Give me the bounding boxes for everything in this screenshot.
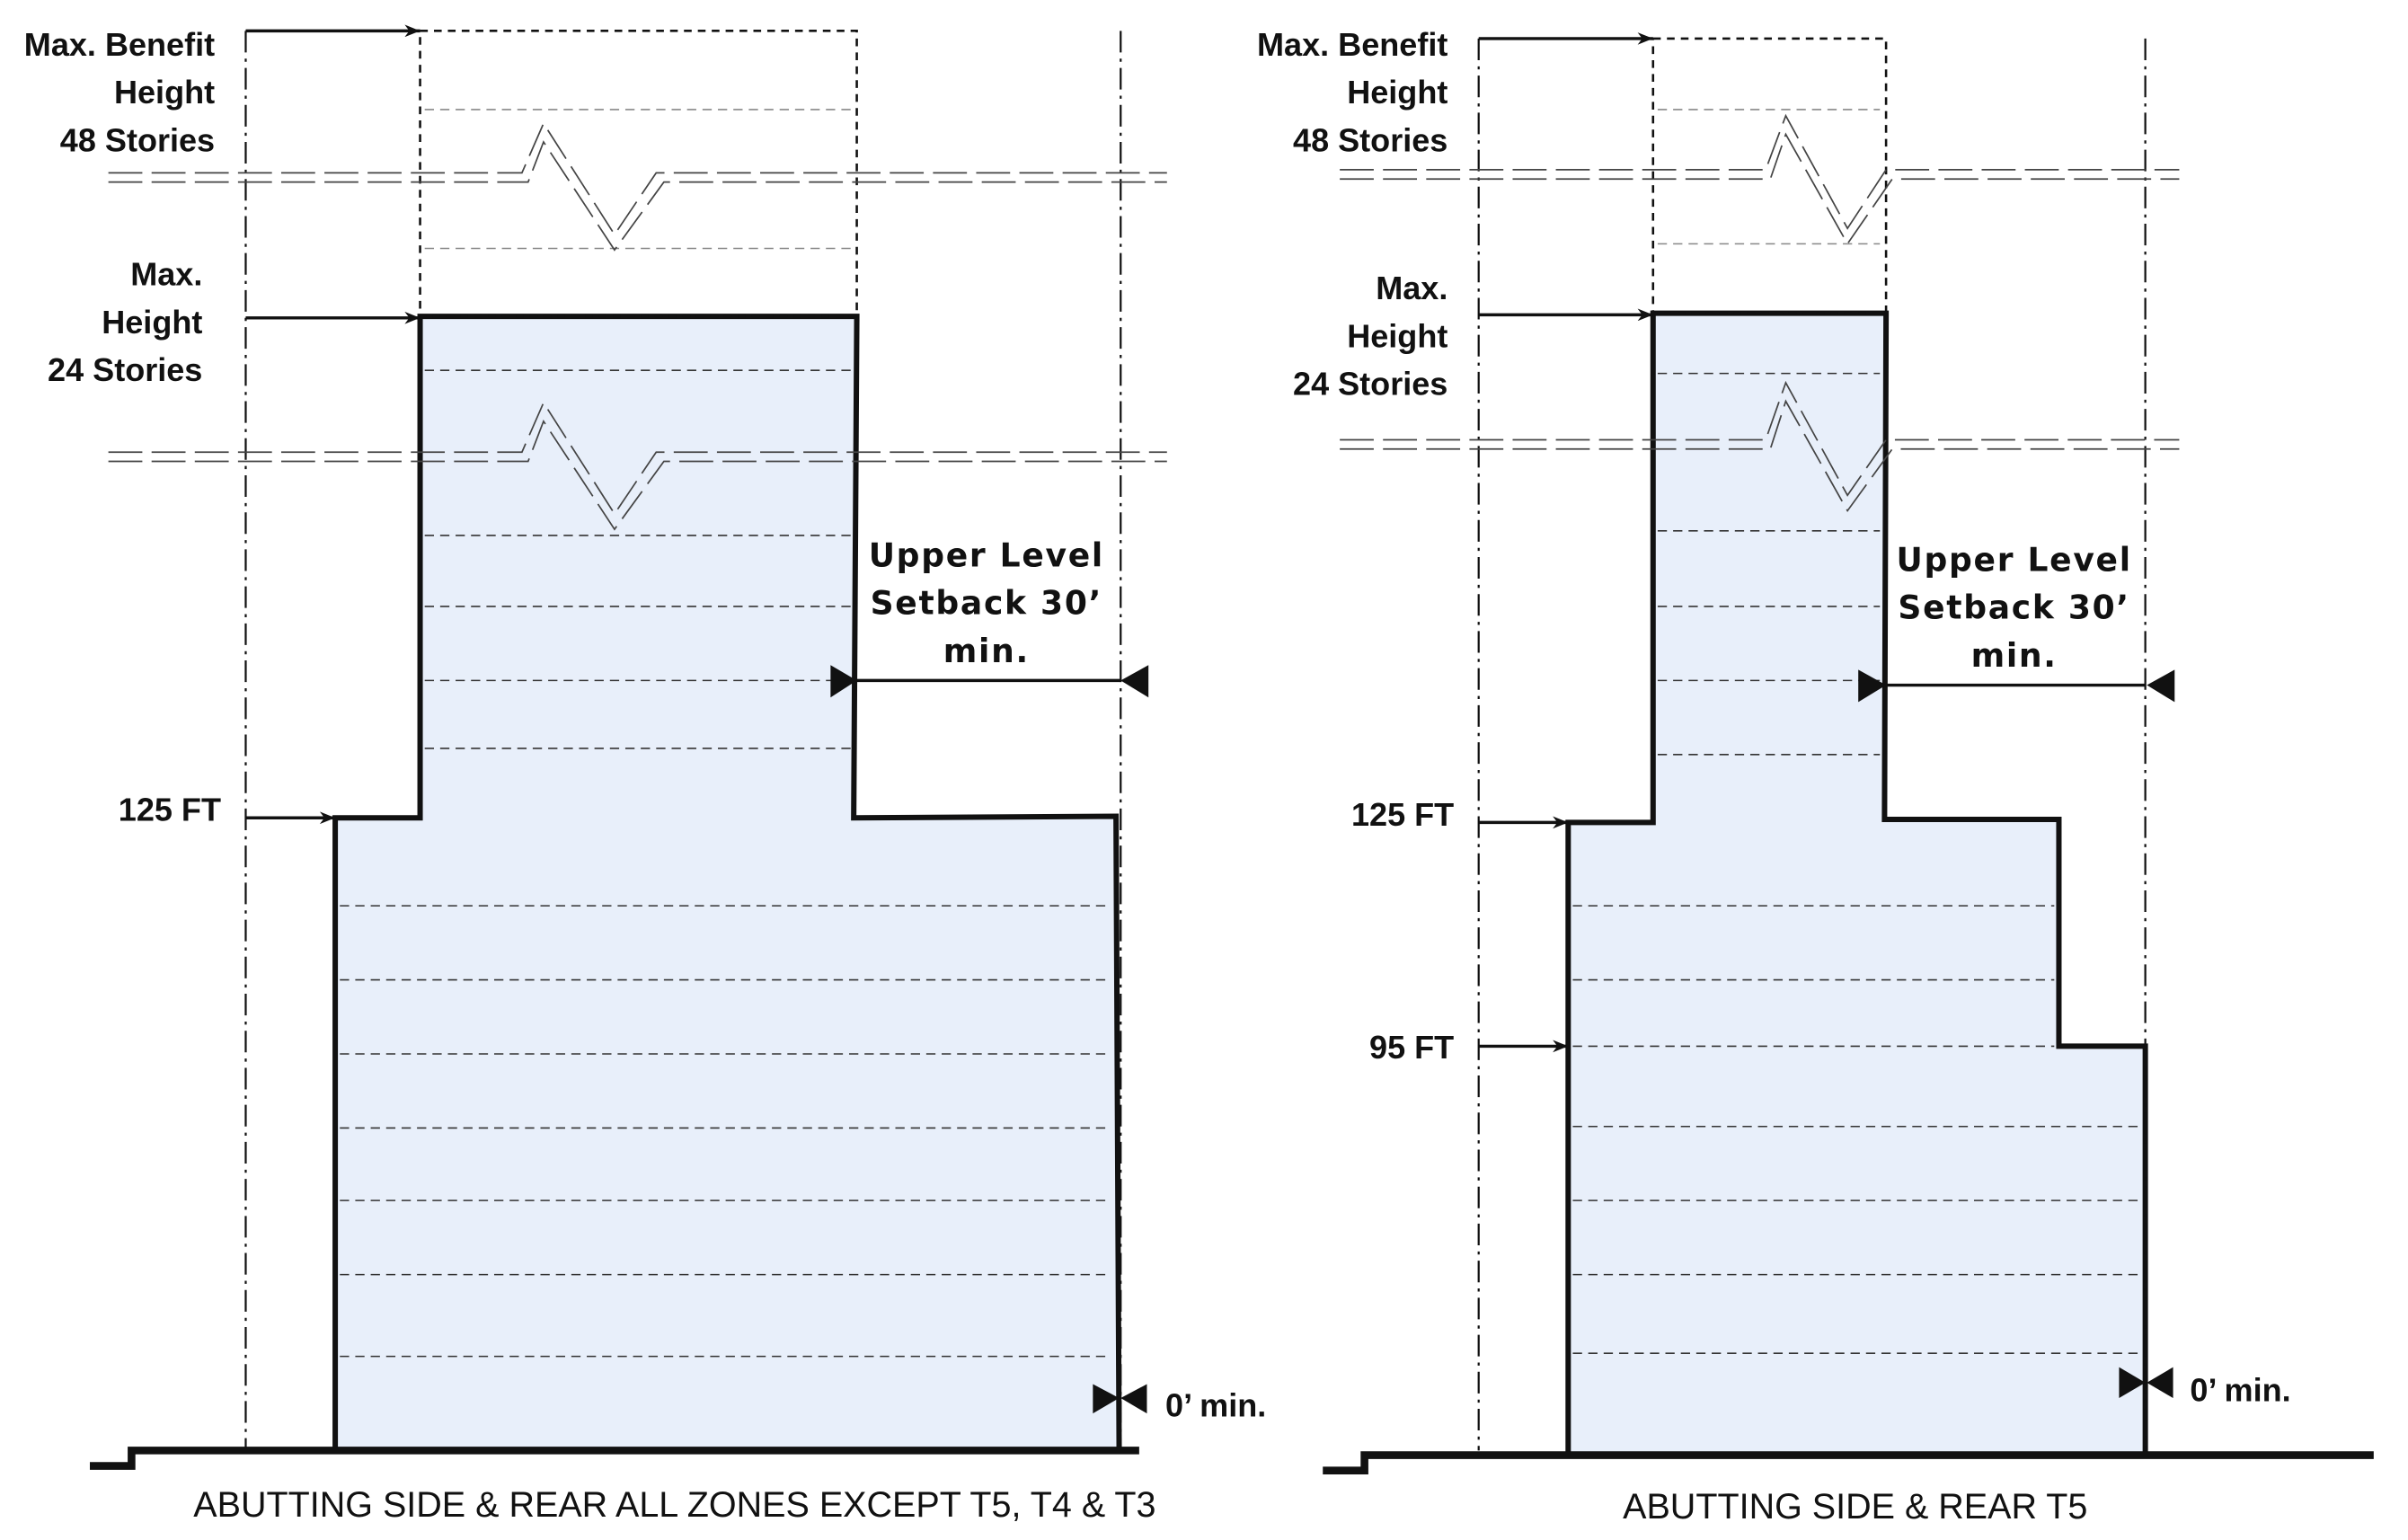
zero-min-label: 0’ min. <box>1165 1387 1266 1424</box>
max-benefit-label-2: Height <box>1347 74 1447 111</box>
max-height-label-2: Height <box>102 304 202 341</box>
story-lines <box>340 109 1111 1358</box>
setback-label-3: min. <box>943 633 1030 670</box>
zero-min-dimension: 0’ min. <box>1093 1384 1266 1424</box>
max-height-label-1: Max. <box>130 256 202 293</box>
level-95ft-label: 95 FT <box>1369 1029 1454 1066</box>
level-125ft-label: 125 FT <box>1351 796 1454 833</box>
break-line-upper <box>108 121 1167 252</box>
setback-label-1: Upper Level <box>1897 541 2132 579</box>
max-benefit-envelope <box>1651 37 1888 314</box>
break-line-lower <box>1340 380 2180 513</box>
setback-dimension: Upper Level Setback 30’ min. <box>1858 541 2175 703</box>
ground-line <box>90 1447 1139 1470</box>
break-line-lower <box>108 401 1167 531</box>
ground-line <box>1323 1451 2374 1475</box>
building-section <box>1565 310 2148 1458</box>
setback-dimension: Upper Level Setback 30’ min. <box>830 536 1149 698</box>
max-benefit-label-1: Max. Benefit <box>1257 26 1447 63</box>
max-benefit-label-1: Max. Benefit <box>24 26 215 63</box>
setback-label-3: min. <box>1971 637 2058 675</box>
max-height-label-2: Height <box>1347 317 1447 354</box>
setback-label-1: Upper Level <box>869 536 1104 574</box>
max-benefit-label-3: 48 Stories <box>60 121 215 158</box>
diagram-all-zones: Max. Benefit Height 48 Stories Max. Heig… <box>24 24 1266 1525</box>
level-125ft-label: 125 FT <box>119 792 221 828</box>
zero-min-dimension: 0’ min. <box>2119 1367 2291 1408</box>
story-lines <box>1572 109 2141 1354</box>
diagram-caption: ABUTTING SIDE & REAR ALL ZONES EXCEPT T5… <box>193 1485 1155 1525</box>
max-height-label-1: Max. <box>1376 270 1447 306</box>
diagram-t5: Max. Benefit Height 48 Stories Max. Heig… <box>1257 26 2374 1527</box>
max-height-label-3: 24 Stories <box>48 351 202 388</box>
building-section <box>332 314 1122 1454</box>
break-line-upper <box>1340 113 2180 245</box>
diagram-caption: ABUTTING SIDE & REAR T5 <box>1623 1487 2087 1527</box>
max-benefit-label-2: Height <box>114 74 215 111</box>
max-benefit-label-3: 48 Stories <box>1293 121 1447 158</box>
setback-label-2: Setback 30’ <box>871 585 1102 623</box>
max-height-label-3: 24 Stories <box>1293 366 1447 403</box>
setback-label-2: Setback 30’ <box>1898 589 2129 627</box>
zero-min-label: 0’ min. <box>2190 1371 2290 1408</box>
